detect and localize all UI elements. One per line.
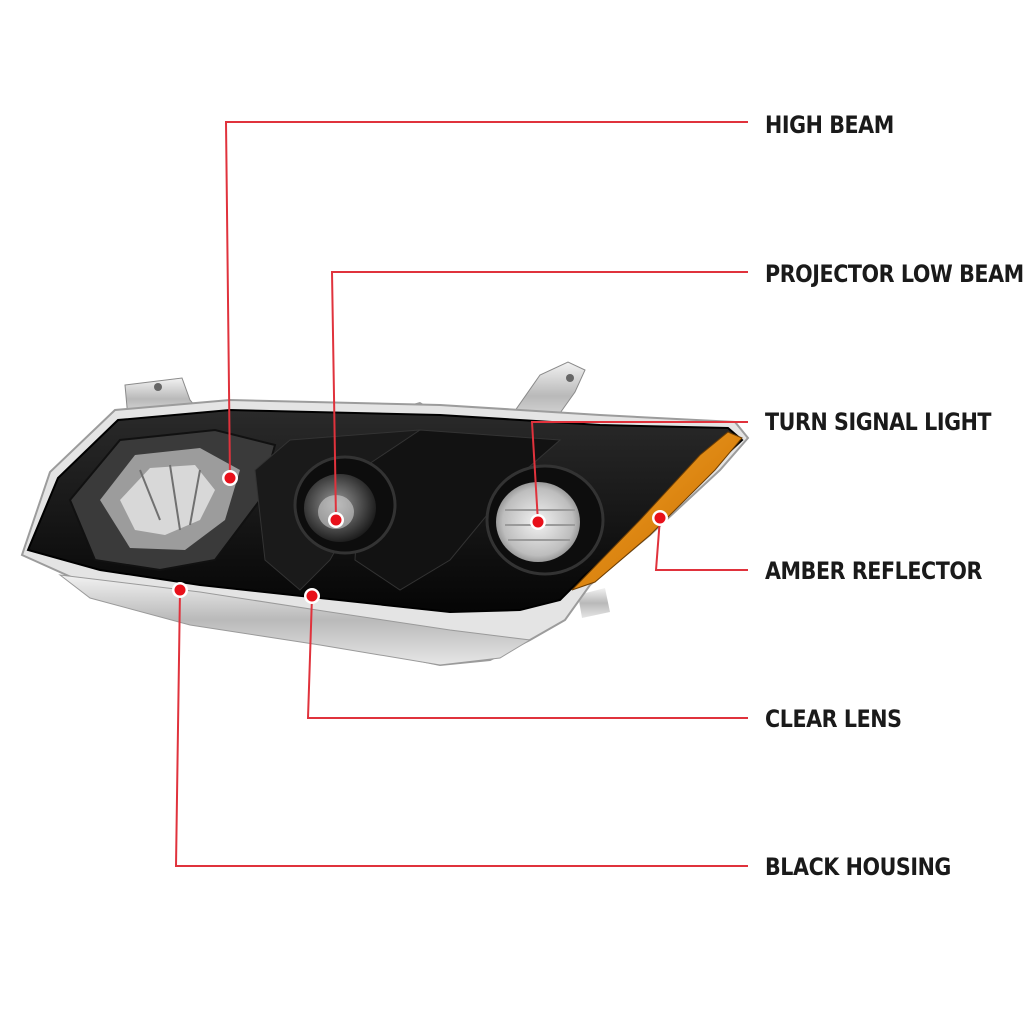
- callout-leader-lines: [174, 121, 748, 867]
- marker-dot-black-housing: [174, 584, 186, 596]
- label-projector-low-beam: PROJECTOR LOW BEAM: [765, 260, 1024, 288]
- label-amber-reflector: AMBER REFLECTOR: [765, 557, 982, 585]
- label-turn-signal-light: TURN SIGNAL LIGHT: [765, 408, 992, 436]
- marker-dot-amber-reflector: [654, 512, 666, 524]
- marker-dot-high-beam: [224, 472, 236, 484]
- leader-line-projector-low-beam: [330, 271, 748, 521]
- projector-low-beam-unit: [293, 455, 397, 555]
- leader-line-high-beam: [224, 121, 748, 479]
- leader-line-turn-signal-light: [530, 421, 748, 523]
- marker-dot-projector-low-beam: [330, 514, 342, 526]
- label-clear-lens: CLEAR LENS: [765, 705, 902, 733]
- leader-line-black-housing: [174, 589, 748, 867]
- marker-dot-clear-lens: [306, 590, 318, 602]
- label-black-housing: BLACK HOUSING: [765, 853, 951, 881]
- leader-line-amber-reflector: [654, 517, 748, 571]
- marker-dot-turn-signal-light: [532, 516, 544, 528]
- leader-line-clear-lens: [306, 595, 748, 719]
- label-high-beam: HIGH BEAM: [765, 111, 894, 139]
- high-beam-chamber: [68, 428, 277, 572]
- callout-markers: [172, 470, 668, 604]
